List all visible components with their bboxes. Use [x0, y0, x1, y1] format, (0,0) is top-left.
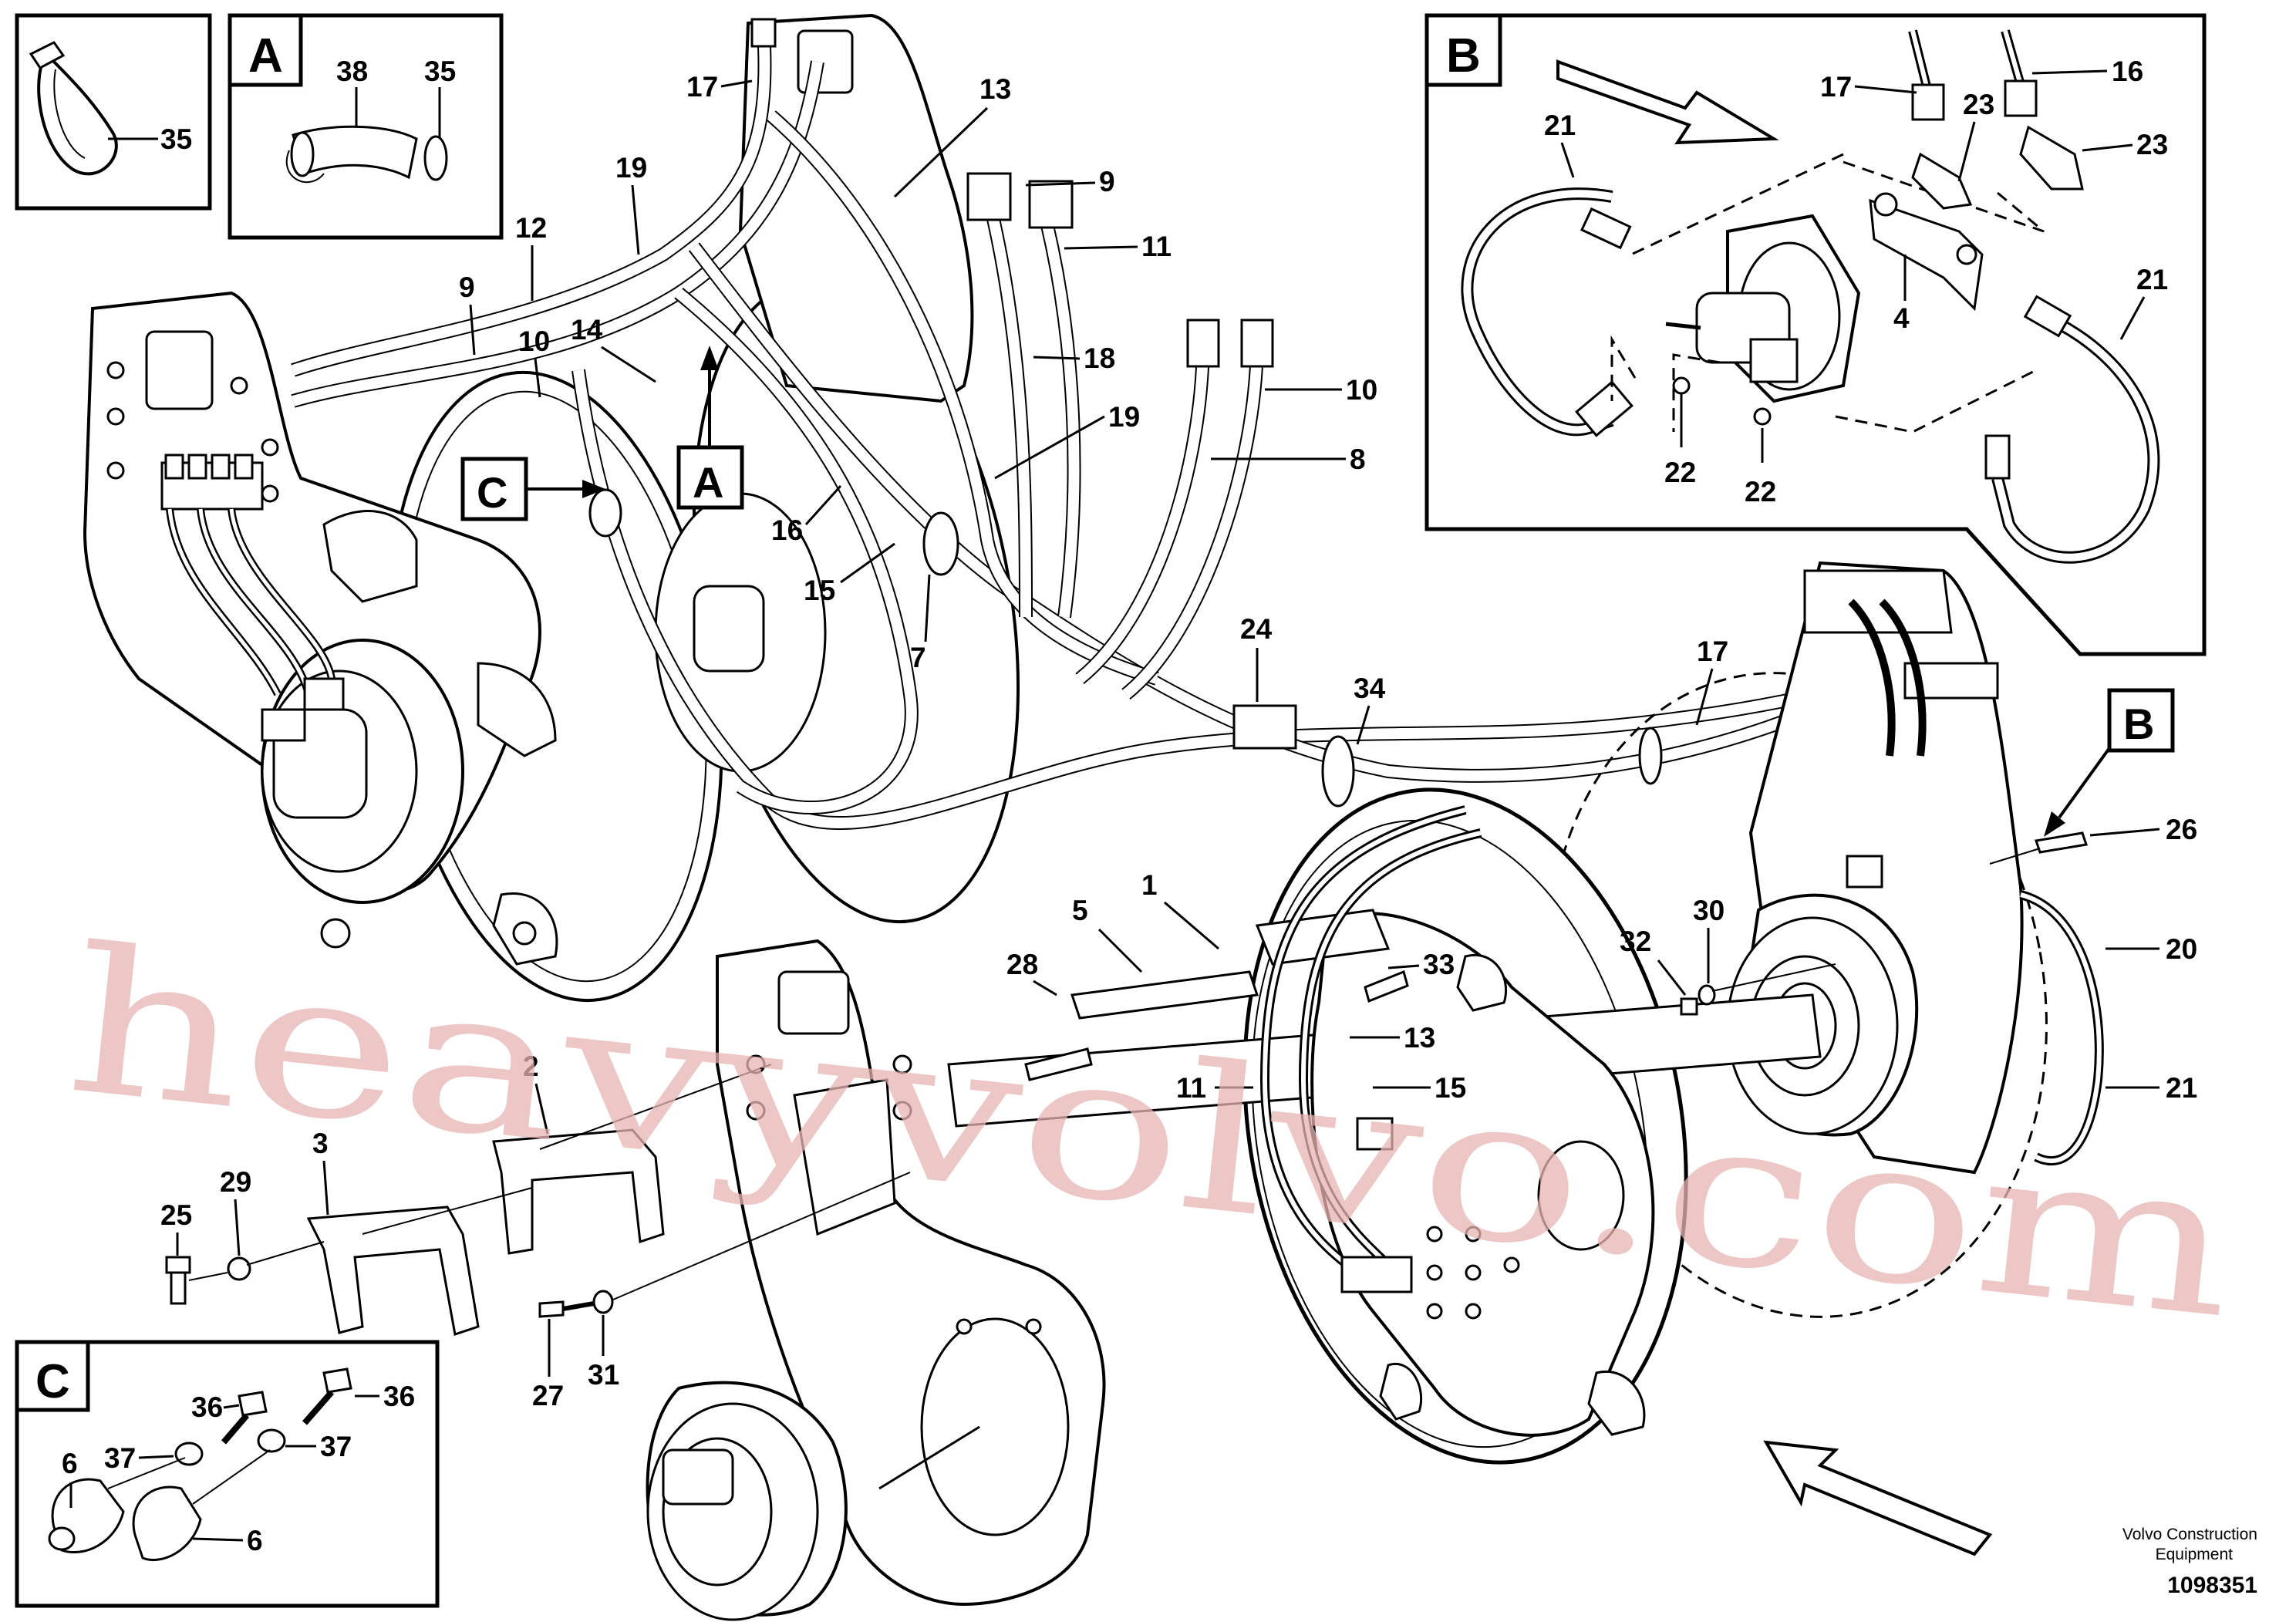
label-26: 26: [2166, 814, 2197, 845]
label-13-top: 13: [979, 73, 1011, 105]
label-28: 28: [1006, 949, 1038, 980]
label-33: 33: [1423, 949, 1455, 980]
label-22-b-1: 22: [1664, 457, 1696, 488]
label-6-c-2: 6: [247, 1525, 263, 1556]
label-18: 18: [1084, 342, 1115, 374]
label-1: 1: [1141, 869, 1158, 901]
callout-c: C: [460, 457, 605, 521]
label-23-b-2: 23: [2136, 129, 2168, 160]
left-wheel-assembly: [83, 279, 1020, 1003]
top-hose-bundle: [291, 13, 1931, 831]
label-17-b: 17: [1820, 71, 1852, 103]
label-35-a: 35: [424, 56, 456, 87]
label-16-b: 16: [2112, 56, 2143, 87]
direction-arrow: [1763, 1440, 1993, 1556]
label-16: 16: [771, 514, 803, 546]
right-wheel-assembly: [947, 561, 2104, 1465]
label-8: 8: [1350, 443, 1366, 475]
label-11-top: 11: [1141, 231, 1172, 262]
label-4: 4: [1893, 302, 1910, 334]
company-name-line1: Volvo Construction: [2122, 1526, 2257, 1543]
label-17-top: 17: [686, 71, 718, 103]
brackets-and-fasteners: [165, 831, 2088, 1336]
label-30: 30: [1693, 895, 1725, 926]
callout-b: B: [2044, 688, 2175, 837]
svg-text:C: C: [477, 468, 507, 517]
label-37-c-1: 37: [104, 1442, 136, 1474]
label-36-c-1: 36: [191, 1391, 223, 1423]
label-24: 24: [1240, 613, 1273, 645]
drawing-footer: Volvo Construction Equipment 1098351: [2122, 1526, 2257, 1598]
label-21-b-left: 21: [1544, 110, 1576, 141]
detail-b-letter: B: [1446, 29, 1481, 83]
detail-a-letter: A: [248, 29, 283, 83]
label-9-right: 9: [1099, 166, 1115, 197]
label-9-left: 9: [459, 271, 475, 303]
label-27: 27: [532, 1380, 564, 1411]
label-35-clamp: 35: [160, 123, 192, 155]
label-7: 7: [910, 642, 926, 673]
label-14: 14: [571, 314, 603, 346]
label-21: 21: [2166, 1072, 2197, 1104]
center-frame-plate: [646, 939, 1106, 1621]
label-10-right: 10: [1346, 374, 1377, 406]
label-37-c-2: 37: [320, 1431, 352, 1462]
label-22-b-2: 22: [1745, 476, 1776, 508]
label-17-mid: 17: [1697, 636, 1728, 667]
label-31: 31: [588, 1359, 619, 1391]
label-19: 19: [615, 152, 647, 184]
drawing-number: 1098351: [2167, 1573, 2257, 1598]
label-29: 29: [220, 1166, 251, 1198]
svg-text:A: A: [693, 458, 723, 507]
label-32: 32: [1620, 926, 1651, 957]
label-38: 38: [336, 56, 368, 87]
label-20: 20: [2166, 933, 2197, 965]
label-6-c-1: 6: [62, 1448, 78, 1479]
detail-box-clamp: 35: [15, 13, 212, 211]
detail-box-c: C 36 36 6 37 37 6: [15, 1340, 440, 1608]
label-15: 15: [804, 575, 835, 606]
label-10-left: 10: [518, 325, 550, 357]
label-3: 3: [312, 1128, 329, 1159]
label-36-c-2: 36: [383, 1381, 415, 1412]
label-19-mid: 19: [1108, 401, 1140, 433]
callout-a: A: [676, 346, 744, 510]
label-21-b-right: 21: [2136, 264, 2168, 295]
label-34: 34: [1354, 673, 1386, 704]
svg-text:B: B: [2123, 700, 2154, 748]
label-15-low: 15: [1435, 1072, 1466, 1104]
company-name-line2: Equipment: [2156, 1546, 2234, 1563]
label-5: 5: [1072, 895, 1088, 926]
label-12: 12: [515, 212, 547, 244]
label-13-low: 13: [1404, 1022, 1435, 1054]
label-11-low: 11: [1176, 1072, 1206, 1104]
label-23-b-1: 23: [1963, 89, 1994, 120]
label-2: 2: [523, 1050, 539, 1082]
label-25: 25: [160, 1199, 192, 1231]
detail-c-letter: C: [35, 1355, 70, 1408]
part-labels: 17 13 19 12 9 10 14 9 11 18 10 19: [160, 71, 2197, 1411]
detail-box-a: A 38 35: [228, 13, 504, 240]
detail-box-b: B 21 4 17: [1424, 13, 2207, 656]
